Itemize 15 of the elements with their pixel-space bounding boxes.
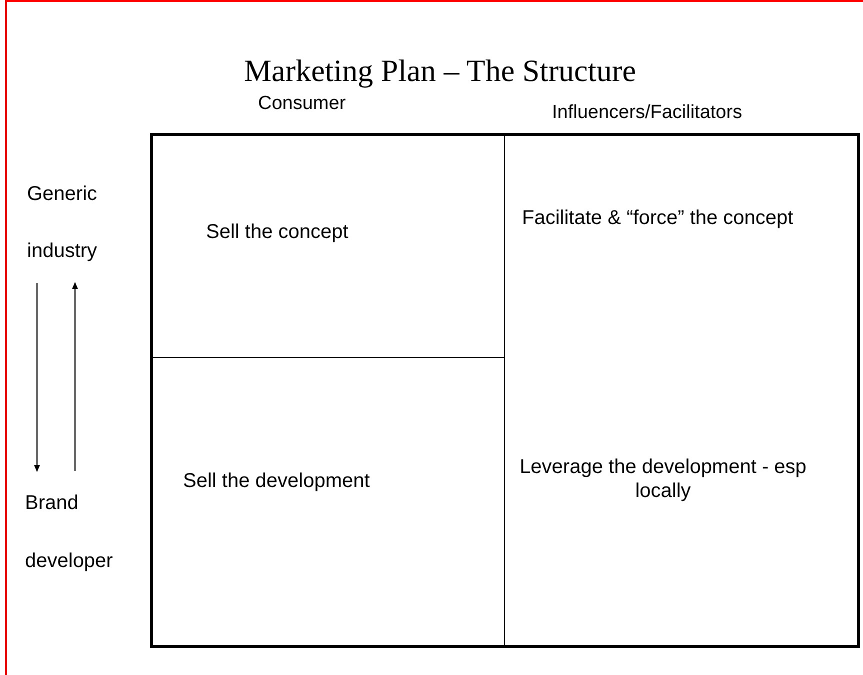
column-heading: Consumer <box>258 92 346 116</box>
axis-label: Generic industry <box>27 182 98 264</box>
cell-text: Facilitate & “force” the concept <box>522 206 794 230</box>
grid-cell <box>150 133 505 358</box>
arrow <box>34 283 40 472</box>
grid-cell <box>505 133 860 358</box>
axis-label: Brand developer <box>25 491 114 574</box>
grid-cell <box>150 358 505 648</box>
column-heading: Influencers/Facilitators <box>552 101 742 125</box>
cell-text: Leverage the development - esp locally <box>519 455 807 503</box>
grid-cell <box>505 358 860 648</box>
arrow <box>72 282 78 471</box>
cell-text: Sell the development <box>183 469 371 493</box>
title: Marketing Plan – The Structure <box>242 52 637 90</box>
cell-text: Sell the concept <box>206 220 350 244</box>
